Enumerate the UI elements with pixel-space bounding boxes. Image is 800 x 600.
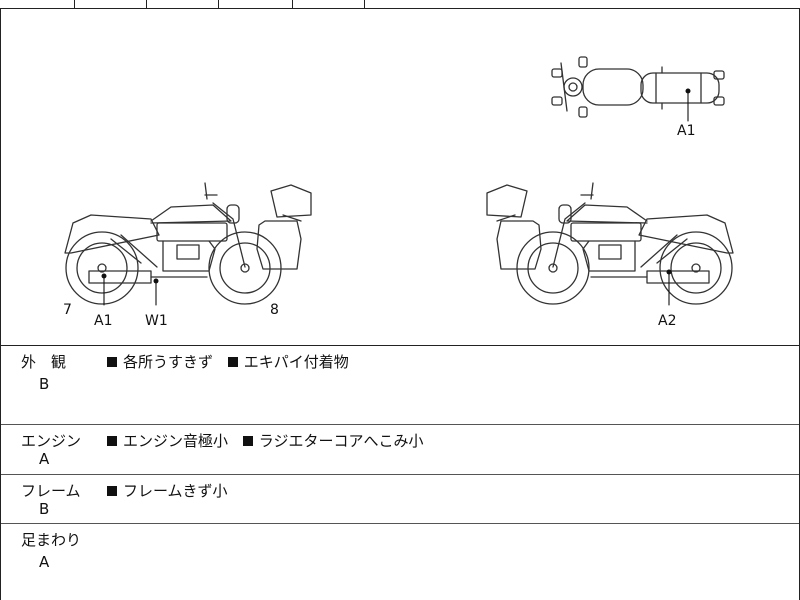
remark-item: フレームきず小	[107, 482, 228, 500]
header-cell	[218, 0, 293, 8]
section-remarks: エンジン音極小 ラジエターコアへこみ小	[107, 430, 434, 451]
header-cell	[74, 0, 147, 8]
right-side-motorcycle	[486, 182, 734, 305]
remark-item: エキパイ付着物	[227, 353, 349, 371]
section-row-engine: エンジン A エンジン音極小 ラジエターコアへこみ小	[1, 425, 799, 475]
motorcycle-diagram: A1 7 A1 W1 8 A2	[1, 9, 799, 346]
section-label: エンジン	[21, 432, 82, 450]
bullet-square-icon	[242, 436, 253, 446]
bullet-square-icon	[227, 357, 238, 367]
section-row-exterior: 外 観 B 各所うすきず エキパイ付着物	[1, 346, 799, 425]
damage-label-top-a1: A1	[677, 123, 695, 139]
section-label: 足まわり	[21, 531, 82, 549]
bullet-square-icon	[107, 486, 117, 496]
section-grade: A	[39, 553, 50, 571]
header-cell	[292, 0, 365, 8]
header-cell	[364, 0, 799, 8]
section-label: 外 観	[21, 353, 67, 371]
remark-item: ラジエターコアへこみ小	[242, 432, 424, 450]
bullet-square-icon	[107, 357, 117, 367]
damage-label-left-w1: W1	[145, 313, 168, 329]
diagram-svg: A1 7 A1 W1 8 A2	[63, 56, 734, 329]
section-row-frame: フレーム B フレームきず小	[1, 475, 799, 524]
zone-label-7: 7	[63, 302, 72, 318]
left-side-motorcycle	[64, 182, 312, 305]
header-cell	[146, 0, 219, 8]
remark-item: 各所うすきず	[107, 353, 213, 371]
damage-label-right-a2: A2	[658, 313, 676, 329]
bullet-square-icon	[107, 436, 117, 446]
zone-label-8: 8	[270, 302, 279, 318]
section-grade: B	[39, 500, 50, 518]
header-table-strip	[0, 0, 800, 9]
section-row-suspension: 足まわり A	[1, 524, 799, 600]
section-remarks: 各所うすきず エキパイ付着物	[107, 351, 359, 372]
section-label: フレーム	[21, 482, 81, 500]
damage-label-left-a1: A1	[94, 313, 112, 329]
section-remarks: フレームきず小	[107, 480, 238, 501]
section-grade: A	[39, 450, 50, 468]
section-grade: B	[39, 375, 50, 393]
remark-item: エンジン音極小	[107, 432, 228, 450]
top-view-motorcycle	[551, 56, 725, 118]
